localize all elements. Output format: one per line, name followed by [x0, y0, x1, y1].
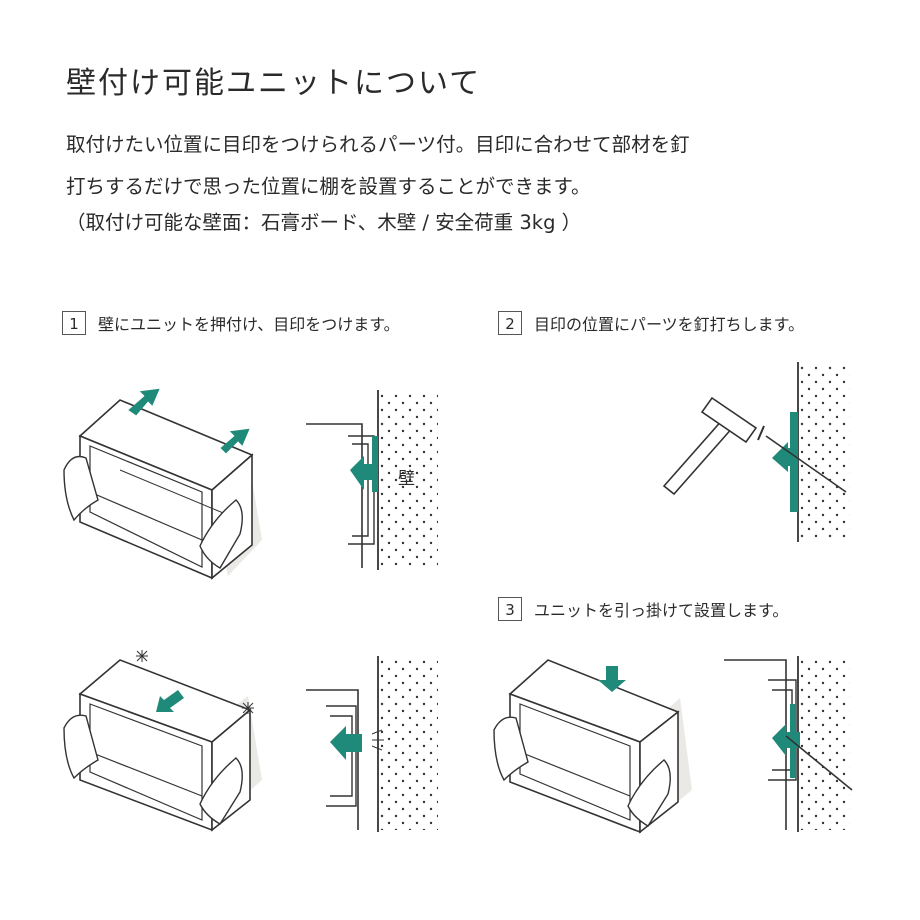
step-2-text: 目印の位置にパーツを釘打ちします。: [534, 315, 805, 334]
page-title: 壁付け可能ユニットについて: [66, 66, 482, 101]
step-3-caption: 3 ユニットを引っ掛けて設置します。: [498, 597, 788, 621]
step-3-text: ユニットを引っ掛けて設置します。: [534, 601, 789, 620]
step-2-caption: 2 目印の位置にパーツを釘打ちします。: [498, 311, 804, 335]
step1-box-illustration: [63, 388, 262, 580]
description-line-3: （取付け可能な壁面：石膏ボード、木壁 / 安全荷重 3kg ）: [66, 211, 582, 234]
description-line-2: 打ちするだけで思った位置に棚を設置することができます。: [66, 175, 591, 198]
description-line-1: 取付けたい位置に目印をつけられるパーツ付。目印に合わせて部材を釘: [66, 133, 690, 156]
step-1-number: 1: [62, 311, 86, 335]
step-1-caption: 1 壁にユニットを押付け、目印をつけます。: [62, 311, 400, 335]
nail-icon: [757, 425, 847, 493]
step-2-number: 2: [498, 311, 522, 335]
step1b-section-view: [306, 656, 438, 832]
wall-label: 壁: [398, 469, 415, 489]
sparkle-icon: [136, 650, 254, 714]
step1b-box-illustration: [63, 650, 262, 832]
step-1-text: 壁にユニットを押付け、目印をつけます。: [98, 315, 400, 334]
step-3-number: 3: [498, 597, 522, 621]
hammer-icon: [662, 396, 758, 496]
step3-box-illustration: [493, 659, 692, 834]
step3-section-view: [724, 656, 853, 832]
step1-section-view: 壁: [306, 390, 438, 570]
step2-illustration: [662, 362, 850, 542]
